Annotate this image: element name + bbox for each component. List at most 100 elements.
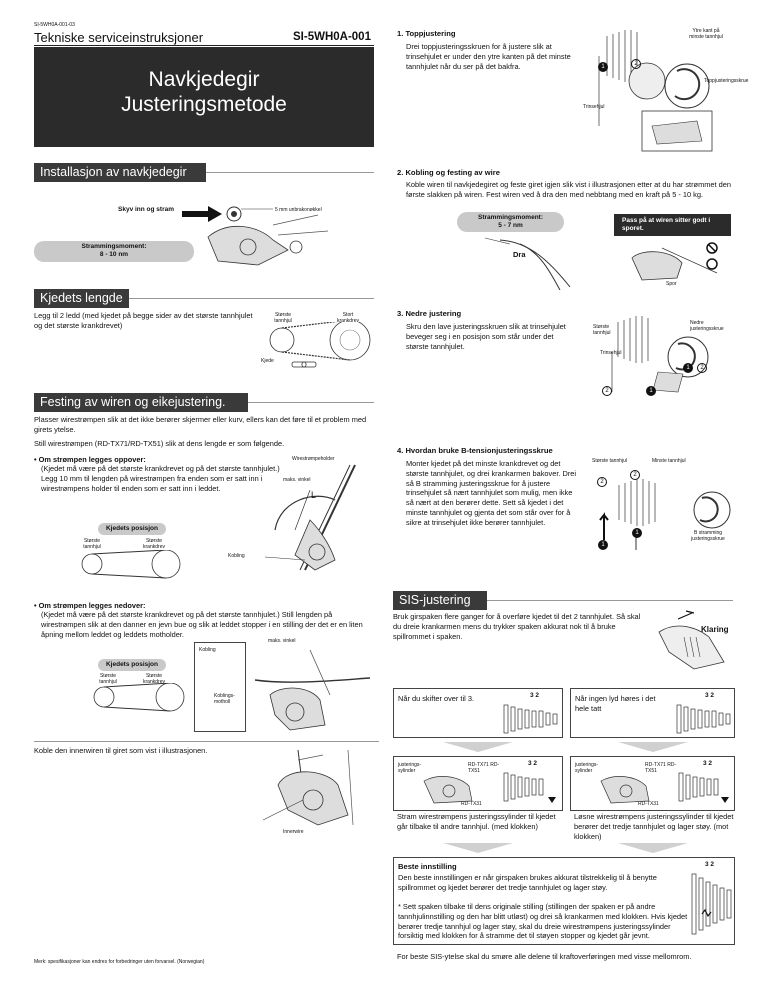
title-line2: Justeringsmetode — [121, 93, 287, 117]
push-label: Skyv inn og stram — [118, 206, 174, 213]
largest-sprocket-label-2: Største tannhjul — [99, 673, 117, 685]
btension-illustration — [599, 479, 731, 550]
title-block: Navkjedegir Justeringsmetode — [34, 47, 374, 147]
hex-key-label: 5 mm unbrakonøkkel — [275, 207, 322, 213]
step-1-badge: 1 — [683, 363, 693, 373]
wire-fix-heading: Festing av wiren og eikejustering. — [34, 393, 248, 412]
title-line1: Navkjedegir — [148, 68, 260, 91]
cable-down-illustration — [254, 649, 371, 731]
adj-cyl-label-a: justerings-sylinder — [398, 762, 422, 774]
best-text: Den beste innstillingen er når girspaken… — [398, 873, 657, 892]
sprocket-diagram-a — [503, 704, 558, 734]
chain-length-text: Legg til 2 ledd (med kjedet på begge sid… — [34, 311, 253, 330]
models-label-a: RD-TX71 RD-TX51 — [468, 762, 500, 774]
inner-wire-illustration — [262, 749, 354, 826]
pulley-label-2: Trinsehjul — [600, 350, 622, 356]
adj-cyl-label-b: justerings-sylinder — [575, 762, 599, 774]
step-2-badge: 2 — [631, 59, 641, 69]
divider — [129, 298, 374, 299]
btension-smallest-label: Minste tannhjul — [652, 458, 686, 464]
gear-label-a: 3 2 — [530, 692, 540, 699]
down-arrow — [443, 843, 513, 853]
step-1-badge: 1 — [646, 386, 656, 396]
chain-length-heading: Kjedets lengde — [34, 289, 129, 308]
gear-label-e: 3 2 — [705, 861, 715, 868]
coupling-stop-label: Koblings-motholl — [214, 693, 235, 705]
coupling-label-2: Kobling — [199, 647, 216, 653]
top-adj-text: Drei toppjusteringsskruen for å justere … — [406, 42, 571, 71]
result-a-box: justerings-sylinder RD-TX71 RD-TX51 RD-T… — [393, 756, 563, 811]
low-screw-label: Nedre justeringsskrue — [690, 320, 724, 332]
pull-label: Dra — [513, 250, 526, 259]
chain-pos-label-1: Kjedets posisjon — [98, 523, 166, 535]
derailleur-mount-illustration — [182, 206, 329, 266]
chain-position-diagram-1 — [81, 550, 181, 579]
divider — [248, 402, 374, 403]
L-label: L — [311, 490, 317, 500]
step-1-badge: 1 — [632, 528, 642, 538]
doc-code: SI-5WH0A-001-03 — [34, 22, 75, 28]
top-screw-label: Toppjusteringsskrue — [704, 78, 749, 84]
cable-torque: Strammingsmoment: 5 - 7 nm — [457, 212, 564, 232]
down-bullet: • Om strømpen legges nedover: — [34, 601, 146, 610]
step-2-badge: 2 — [630, 470, 640, 480]
model3-label-b: RD-TX31 — [638, 801, 659, 807]
step-2-badge: 2 — [597, 477, 607, 487]
divider — [34, 741, 379, 742]
case-b-box: Når ingen lyd høres i det hele tatt 3 2 — [570, 688, 735, 738]
largest-crank-label-1: Største krankdrev — [143, 538, 165, 550]
step-2-badge: 2 — [697, 363, 707, 373]
best-sprocket-diagram — [691, 873, 732, 935]
step-1-badge: 1 — [598, 540, 608, 550]
divider — [206, 172, 374, 173]
gear-label-b: 3 2 — [705, 692, 715, 699]
cable-torque-value: 5 - 7 nm — [498, 222, 523, 230]
up-bullet: • Om strømpen legges oppover: — [34, 455, 146, 464]
clearance-label: Klaring — [701, 625, 729, 634]
groove-label: Spor — [666, 281, 677, 287]
inner-wire-label: Innerwire — [283, 829, 304, 835]
low-largest-label: Største tannhjul — [593, 324, 611, 336]
step-1-badge: 1 — [598, 62, 608, 72]
low-adj-heading: 3. Nedre justering — [397, 309, 462, 318]
case-a-text: Når du skifter over til 3. — [398, 694, 474, 703]
down-bullet-text: Om strømpen legges nedover: — [38, 601, 146, 610]
lever-illustration — [658, 610, 725, 670]
footer-right: For beste SIS-ytelse skal du smøre alle … — [397, 952, 692, 961]
down-arrow — [618, 742, 688, 752]
cable-heading: 2. Kobling og festing av wire — [397, 168, 500, 177]
pliers-illustration — [484, 237, 571, 291]
result-a-text: Stram wirestrømpens justeringssylinder t… — [397, 812, 556, 831]
pulley-label-1: Trinsehjul — [583, 104, 605, 110]
down-arrow — [618, 843, 688, 853]
sis-text: Bruk girspaken flere ganger for å overfø… — [393, 612, 641, 641]
doc-title: Tekniske serviceinstruksjoner — [34, 30, 204, 45]
btension-text: Monter kjedet på det minste krankdrevet … — [406, 459, 577, 527]
chain-length-diagram — [269, 322, 371, 368]
step-2-badge: 2 — [602, 386, 612, 396]
chain-position-diagram-2 — [93, 683, 185, 712]
install-heading: Installasjon av navkjedegir — [34, 163, 206, 182]
wire-fix-p1: Plasser wirestrømpen slik at det ikke be… — [34, 415, 367, 434]
largest-sprocket-label: Største tannhjul — [274, 312, 292, 324]
torque-value: 8 - 10 nm — [99, 251, 129, 259]
up-bullet-text: Om strømpen legges oppover: — [38, 455, 146, 464]
groove-note: Pass på at wiren sitter godt i sporet. — [614, 214, 731, 236]
result-b-text: Løsne wirestrømpens justeringssylinder t… — [574, 812, 734, 841]
model3-label-a: RD-TX31 — [461, 801, 482, 807]
top-adjust-illustration — [598, 30, 713, 152]
top-adj-heading: 1. Toppjustering — [397, 29, 456, 38]
btension-largest-label: Største tannhjul — [592, 458, 628, 464]
best-setting-box: Beste innstilling Den beste innstillinge… — [393, 857, 735, 945]
best-note: * Sett spaken tilbake til dens originale… — [398, 902, 688, 941]
largest-crank-label-2: Største krankdrev — [143, 673, 165, 685]
wire-fix-p2: Still wirestrømpen (RD-TX71/RD-TX51) sli… — [34, 439, 285, 448]
large-crank-label: Stort krankdrev — [337, 312, 359, 324]
outer-edge-label: Ytre kant på minste tannhjul — [689, 28, 723, 40]
max-angle-label: maks. vinkel — [283, 477, 311, 483]
max-angle-label-2: maks. vinkel — [268, 638, 296, 644]
coupling-label-1: Kobling — [228, 553, 245, 559]
cable-text: Koble wiren til navkjedegiret og feste g… — [406, 180, 731, 199]
down-arrow — [443, 742, 513, 752]
chain-pos-label-2: Kjedets posisjon — [98, 659, 166, 671]
